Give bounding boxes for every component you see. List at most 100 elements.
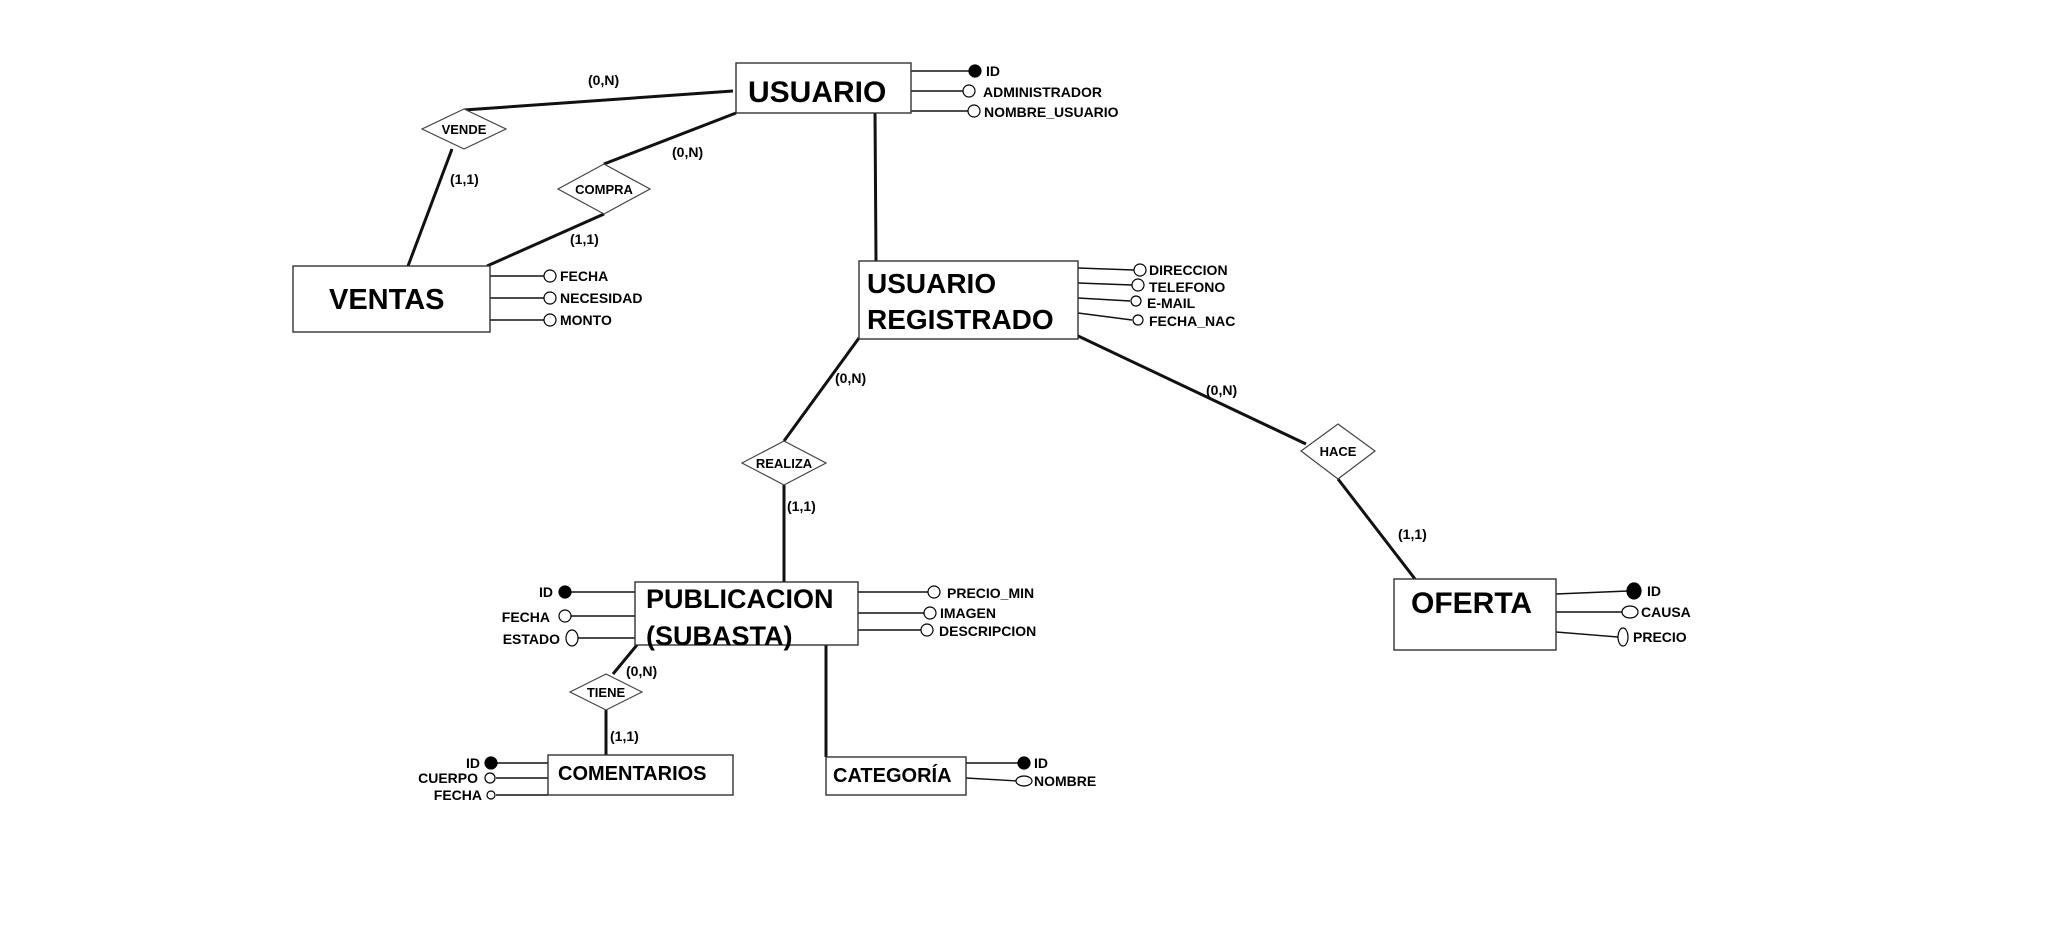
attribute-label: CAUSA [1641, 604, 1691, 620]
relationship-tiene[interactable]: TIENE [568, 673, 644, 711]
key-attribute-marker [484, 756, 498, 770]
attribute-marker [1130, 295, 1142, 307]
attribute-marker [1015, 775, 1033, 787]
attributes-oferta: ID CAUSA PRECIO [1617, 582, 1691, 647]
line-usuario-compra [603, 111, 737, 166]
line-compra-ventas [486, 212, 605, 268]
attribute-label: FECHA [502, 609, 550, 625]
relationship-vende[interactable]: VENDE [420, 108, 508, 150]
attribute-label: FECHA [560, 268, 608, 284]
attribute-marker [543, 313, 557, 327]
attribute-label: NECESIDAD [560, 290, 642, 306]
attribute-label: PRECIO [1633, 629, 1687, 645]
attributes-publicacion-right: PRECIO_MIN IMAGEN DESCRIPCION [920, 585, 1036, 639]
attribute-label: ID [1647, 583, 1661, 599]
line-registrado-hace [1075, 333, 1307, 446]
attribute-marker [543, 269, 557, 283]
cardinality-label: (1,1) [787, 498, 816, 514]
relationship-lines [406, 89, 1417, 757]
attribute-label: DIRECCION [1149, 262, 1228, 278]
attribute-label: ID [1034, 755, 1048, 771]
cardinality-label: (1,1) [1398, 526, 1427, 542]
attribute-label: FECHA [434, 787, 482, 803]
relationship-label: COMPRA [575, 182, 633, 197]
line-hace-oferta [1336, 478, 1417, 580]
attribute-marker [1617, 627, 1629, 647]
relationship-label: TIENE [587, 685, 626, 700]
attributes-publicacion-left: ID FECHA ESTADO [502, 584, 579, 647]
relationship-hace[interactable]: HACE [1299, 423, 1377, 480]
entity-label: CATEGORÍA [833, 764, 952, 787]
attribute-lines [490, 70, 1629, 796]
attributes-usuario: ID ADMINISTRADOR NOMBRE_USUARIO [962, 63, 1119, 120]
line-usuario-vende [463, 89, 734, 112]
attribute-label: CUERPO [418, 770, 478, 786]
attribute-label: ID [986, 63, 1000, 79]
entity-label-line1: PUBLICACION [646, 584, 834, 614]
key-attribute-marker [1017, 756, 1031, 770]
cardinality-label: (1,1) [610, 728, 639, 744]
cardinality-label: (0,N) [835, 370, 866, 386]
attribute-label: ID [466, 755, 480, 771]
attribute-label: NOMBRE_USUARIO [984, 104, 1119, 120]
relationship-label: VENDE [442, 122, 487, 137]
attribute-marker [558, 609, 572, 623]
attribute-marker [927, 585, 941, 599]
line-registrado-realiza [782, 337, 861, 442]
attribute-label: IMAGEN [940, 605, 996, 621]
attribute-marker [962, 84, 976, 98]
key-attribute-marker [558, 585, 572, 599]
cardinality-label: (0,N) [626, 663, 657, 679]
entity-usuario[interactable]: USUARIO [735, 62, 912, 114]
line-usuario-registrado [873, 110, 878, 262]
entity-label-line1: USUARIO [867, 268, 996, 299]
cardinality-label: (0,N) [1206, 382, 1237, 398]
attribute-label: TELEFONO [1149, 279, 1225, 295]
cardinality-label: (1,1) [450, 171, 479, 187]
attributes-categoria: ID NOMBRE [1015, 755, 1096, 789]
attribute-marker [923, 606, 937, 620]
attribute-label: NOMBRE [1034, 773, 1096, 789]
attribute-label: MONTO [560, 312, 612, 328]
attribute-label: E-MAIL [1147, 295, 1196, 311]
entity-oferta[interactable]: OFERTA [1393, 578, 1557, 651]
entity-comentarios[interactable]: COMENTARIOS [547, 754, 734, 796]
attribute-marker [1131, 278, 1145, 292]
entity-label: USUARIO [748, 76, 886, 109]
entity-ventas[interactable]: VENTAS [292, 265, 491, 333]
key-attribute-marker [1626, 582, 1642, 600]
relationship-label: HACE [1320, 444, 1357, 459]
cardinalities: (0,N) (1,1) (0,N) (1,1) (0,N) (1,1) (0,N… [450, 72, 1427, 744]
attribute-marker [920, 623, 934, 637]
attribute-marker [543, 291, 557, 305]
attribute-marker [1132, 314, 1144, 326]
entity-categoria[interactable]: CATEGORÍA [825, 756, 967, 796]
attribute-label: DESCRIPCION [939, 623, 1036, 639]
entity-label-line2: (SUBASTA) [646, 621, 792, 651]
attribute-marker [967, 104, 981, 118]
entity-publicacion[interactable]: PUBLICACION (SUBASTA) [634, 581, 859, 651]
relationship-realiza[interactable]: REALIZA [740, 440, 828, 486]
key-attribute-marker [968, 64, 982, 78]
cardinality-label: (0,N) [588, 72, 619, 88]
attribute-marker [1621, 605, 1639, 619]
attribute-marker [1133, 263, 1147, 277]
relationship-compra[interactable]: COMPRA [556, 163, 652, 215]
attributes-comentarios: ID CUERPO FECHA [418, 755, 498, 803]
line-vende-ventas [406, 148, 454, 267]
entity-label: VENTAS [329, 284, 444, 316]
line-publicacion-tiene [611, 644, 639, 675]
entity-usuario-registrado[interactable]: USUARIO REGISTRADO [858, 260, 1079, 340]
attributes-ventas: FECHA NECESIDAD MONTO [543, 268, 642, 328]
entity-label-line2: REGISTRADO [867, 304, 1054, 335]
attribute-label: ESTADO [503, 631, 560, 647]
entity-label: COMENTARIOS [558, 763, 707, 785]
attribute-marker [565, 629, 579, 647]
attribute-marker [484, 772, 496, 784]
attribute-label: FECHA_NAC [1149, 313, 1235, 329]
cardinality-label: (0,N) [672, 144, 703, 160]
relationship-label: REALIZA [756, 456, 813, 471]
attribute-label: ADMINISTRADOR [983, 84, 1102, 100]
cardinality-label: (1,1) [570, 231, 599, 247]
